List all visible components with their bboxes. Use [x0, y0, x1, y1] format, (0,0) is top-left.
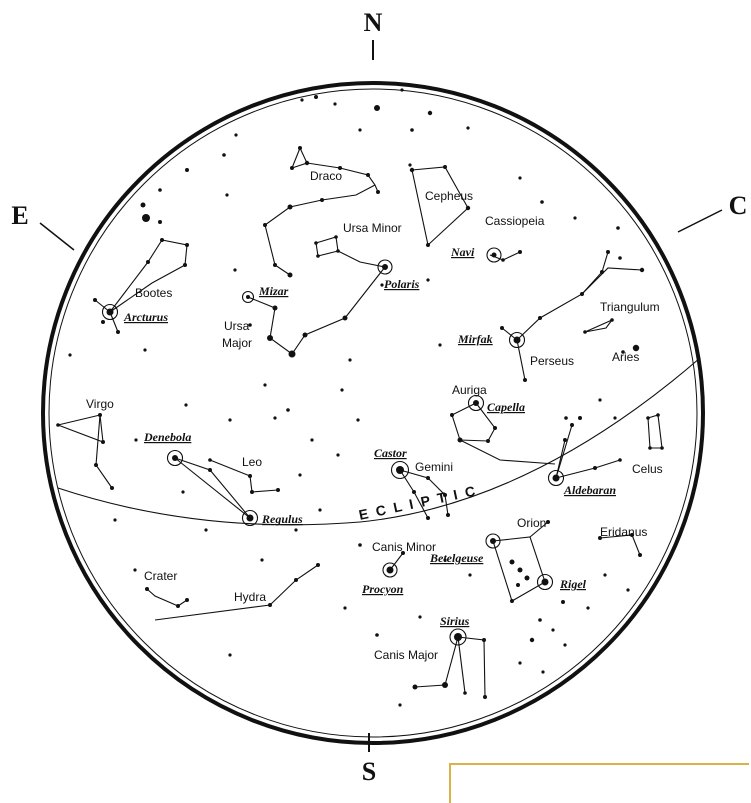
star-labels: Navi Mizar Polaris Arcturus Mirfak Capel…: [123, 245, 616, 628]
star-mizar: [241, 290, 255, 304]
label-perseus: Perseus: [530, 354, 574, 368]
ecliptic-label: E C L I P T I C: [357, 482, 478, 523]
star-regulus: [241, 509, 259, 527]
label-arcturus: Arcturus: [123, 310, 168, 324]
label-aldebaran: Aldebaran: [563, 483, 616, 497]
label-cepheus: Cepheus: [425, 189, 473, 203]
sky-circle-inner: [48, 88, 698, 738]
ecliptic-line: [57, 357, 701, 526]
label-regulus: Regulus: [261, 512, 303, 526]
star-polaris: [377, 259, 393, 275]
label-denebola: Denebola: [143, 430, 191, 444]
north-label: N: [364, 8, 383, 37]
label-virgo: Virgo: [86, 397, 114, 411]
label-capella: Capella: [487, 400, 525, 414]
label-ursa-minor: Ursa Minor: [343, 221, 402, 235]
star-sirius: [449, 628, 467, 646]
star-betelgeuse: [485, 533, 501, 549]
label-ursa-major-1: Ursa: [224, 319, 250, 333]
sky-circle: [41, 81, 705, 745]
label-rigel: Rigel: [559, 577, 587, 591]
label-castor: Castor: [374, 446, 407, 460]
label-draco: Draco: [310, 169, 342, 183]
label-triangulum: Triangulum: [600, 300, 660, 314]
label-leo: Leo: [242, 455, 262, 469]
star-castor: [390, 460, 410, 480]
west-tick: [677, 209, 723, 233]
east-label: E: [11, 201, 28, 230]
label-mizar: Mizar: [258, 284, 289, 298]
bright-stars: [101, 247, 565, 646]
label-polaris: Polaris: [384, 277, 420, 291]
star-procyon: [382, 562, 398, 578]
inset-frame: [449, 763, 749, 803]
west-label: C: [729, 191, 748, 220]
label-auriga: Auriga: [452, 383, 487, 397]
constellation-labels: Draco Cepheus Ursa Minor Cassiopeia Boot…: [86, 169, 663, 662]
east-tick: [39, 222, 75, 251]
label-betelgeuse: Betelgeuse: [429, 551, 484, 565]
label-canis-minor: Canis Minor: [372, 540, 436, 554]
label-cetus: Celus: [632, 462, 663, 476]
south-label: S: [362, 757, 376, 786]
star-navi: [486, 247, 502, 263]
label-sirius: Sirius: [440, 614, 470, 628]
label-canis-major: Canis Major: [374, 648, 438, 662]
star-field: [56, 88, 664, 707]
label-gemini: Gemini: [415, 460, 453, 474]
label-crater: Crater: [144, 569, 177, 583]
star-mirfak: [508, 331, 526, 349]
star-capella: [467, 394, 485, 412]
label-bootes: Bootes: [135, 286, 172, 300]
star-arcturus: [101, 303, 119, 321]
star-aldebaran: [547, 469, 565, 487]
label-aries: Aries: [612, 350, 639, 364]
label-ursa-major-2: Major: [222, 336, 252, 350]
star-denebola: [166, 449, 184, 467]
label-orion: Orion: [517, 516, 546, 530]
label-eridanus: Eridanus: [600, 525, 647, 539]
label-procyon: Procyon: [362, 582, 404, 596]
label-cassiopeia: Cassiopeia: [485, 214, 545, 228]
label-hydra: Hydra: [234, 590, 266, 604]
label-mirfak: Mirfak: [457, 332, 493, 346]
star-rigel: [536, 573, 554, 591]
label-navi: Navi: [450, 245, 475, 259]
